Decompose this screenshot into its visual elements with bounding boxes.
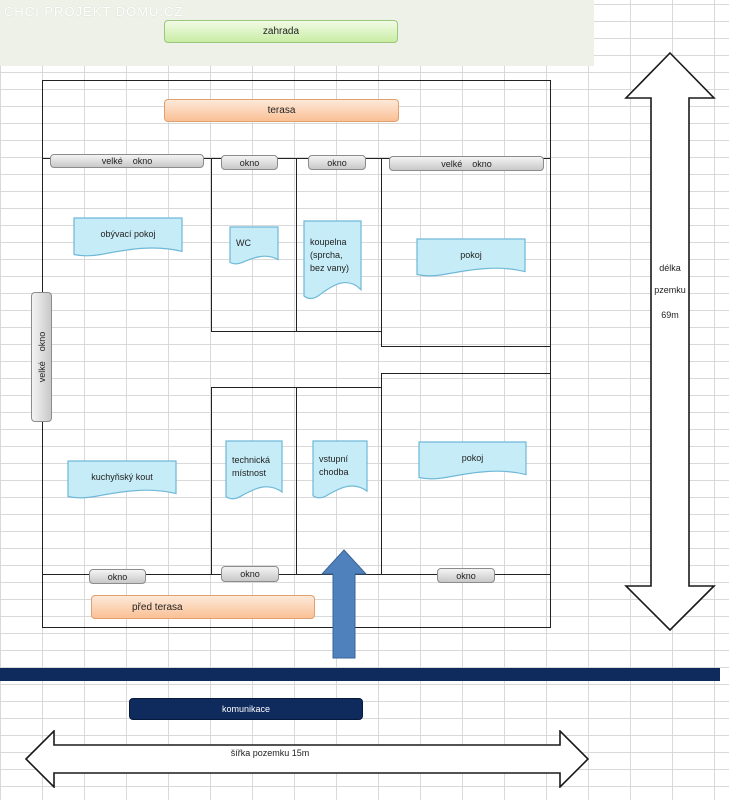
window-bottom-3[interactable]: okno bbox=[437, 568, 495, 583]
room-obyvaci-pokoj-label: obývací pokoj bbox=[100, 229, 156, 240]
entrance-arrow-icon bbox=[320, 549, 368, 659]
length-label-line3: 69m bbox=[661, 310, 679, 320]
room-koupelna-label: koupelna (sprcha, bez vany) bbox=[310, 236, 350, 273]
big-window-top-left[interactable]: velké okno bbox=[50, 154, 204, 168]
wall-tech-divider bbox=[296, 387, 297, 575]
wall-wc-divider bbox=[296, 158, 297, 332]
watermark-text: CHCI PROJEKT DOMU.CZ bbox=[4, 4, 184, 19]
wall-room-top-left bbox=[381, 158, 382, 346]
room-pokoj-bottom[interactable]: pokoj bbox=[419, 442, 526, 479]
room-vstupni-chodba[interactable]: vstupní chodba bbox=[313, 441, 367, 498]
big-window-left-label: velké okno bbox=[36, 331, 47, 383]
big-window-top-right[interactable]: velké okno bbox=[389, 156, 544, 171]
wall-room-top-bottom bbox=[381, 346, 551, 347]
length-label-line1: délka bbox=[659, 263, 681, 273]
window-bottom-2[interactable]: okno bbox=[221, 566, 279, 582]
window-bottom-1[interactable]: okno bbox=[89, 569, 146, 584]
room-wc-label: WC bbox=[236, 237, 251, 248]
room-koupelna[interactable]: koupelna (sprcha, bez vany) bbox=[304, 221, 361, 299]
wall-room-bottom-top bbox=[381, 373, 551, 374]
length-label-line2: pzemku bbox=[654, 285, 686, 295]
window-top-1[interactable]: okno bbox=[221, 155, 278, 170]
pred-terasa-label[interactable]: před terasa bbox=[91, 595, 315, 619]
room-obyvaci-pokoj[interactable]: obývací pokoj bbox=[74, 218, 182, 256]
room-pokoj-bottom-label: pokoj bbox=[461, 452, 484, 463]
room-pokoj-top-label: pokoj bbox=[460, 249, 482, 260]
length-double-arrow-icon bbox=[624, 52, 716, 632]
komunikace-label[interactable]: komunikace bbox=[129, 698, 363, 720]
window-top-2[interactable]: okno bbox=[308, 155, 366, 170]
road-band bbox=[0, 668, 720, 681]
room-technicka-mistnost[interactable]: technická místnost bbox=[226, 441, 282, 499]
width-double-arrow-icon bbox=[25, 730, 589, 788]
room-kuchynsky-kout[interactable]: kuchyňský kout bbox=[68, 461, 176, 498]
terasa-label[interactable]: terasa bbox=[164, 99, 399, 122]
wall-room-bottom-left bbox=[381, 373, 382, 575]
room-pokoj-top[interactable]: pokoj bbox=[417, 239, 525, 276]
room-technicka-mistnost-label: technická místnost bbox=[232, 454, 271, 478]
big-window-left-vertical[interactable]: velké okno bbox=[31, 292, 52, 422]
room-vstupni-chodba-label: vstupní chodba bbox=[319, 454, 349, 478]
zahrada-label[interactable]: zahrada bbox=[164, 20, 398, 43]
room-wc[interactable]: WC bbox=[230, 227, 278, 264]
width-label: šířka pozemku 15m bbox=[230, 748, 310, 758]
room-kuchynsky-kout-label: kuchyňský kout bbox=[91, 471, 153, 482]
